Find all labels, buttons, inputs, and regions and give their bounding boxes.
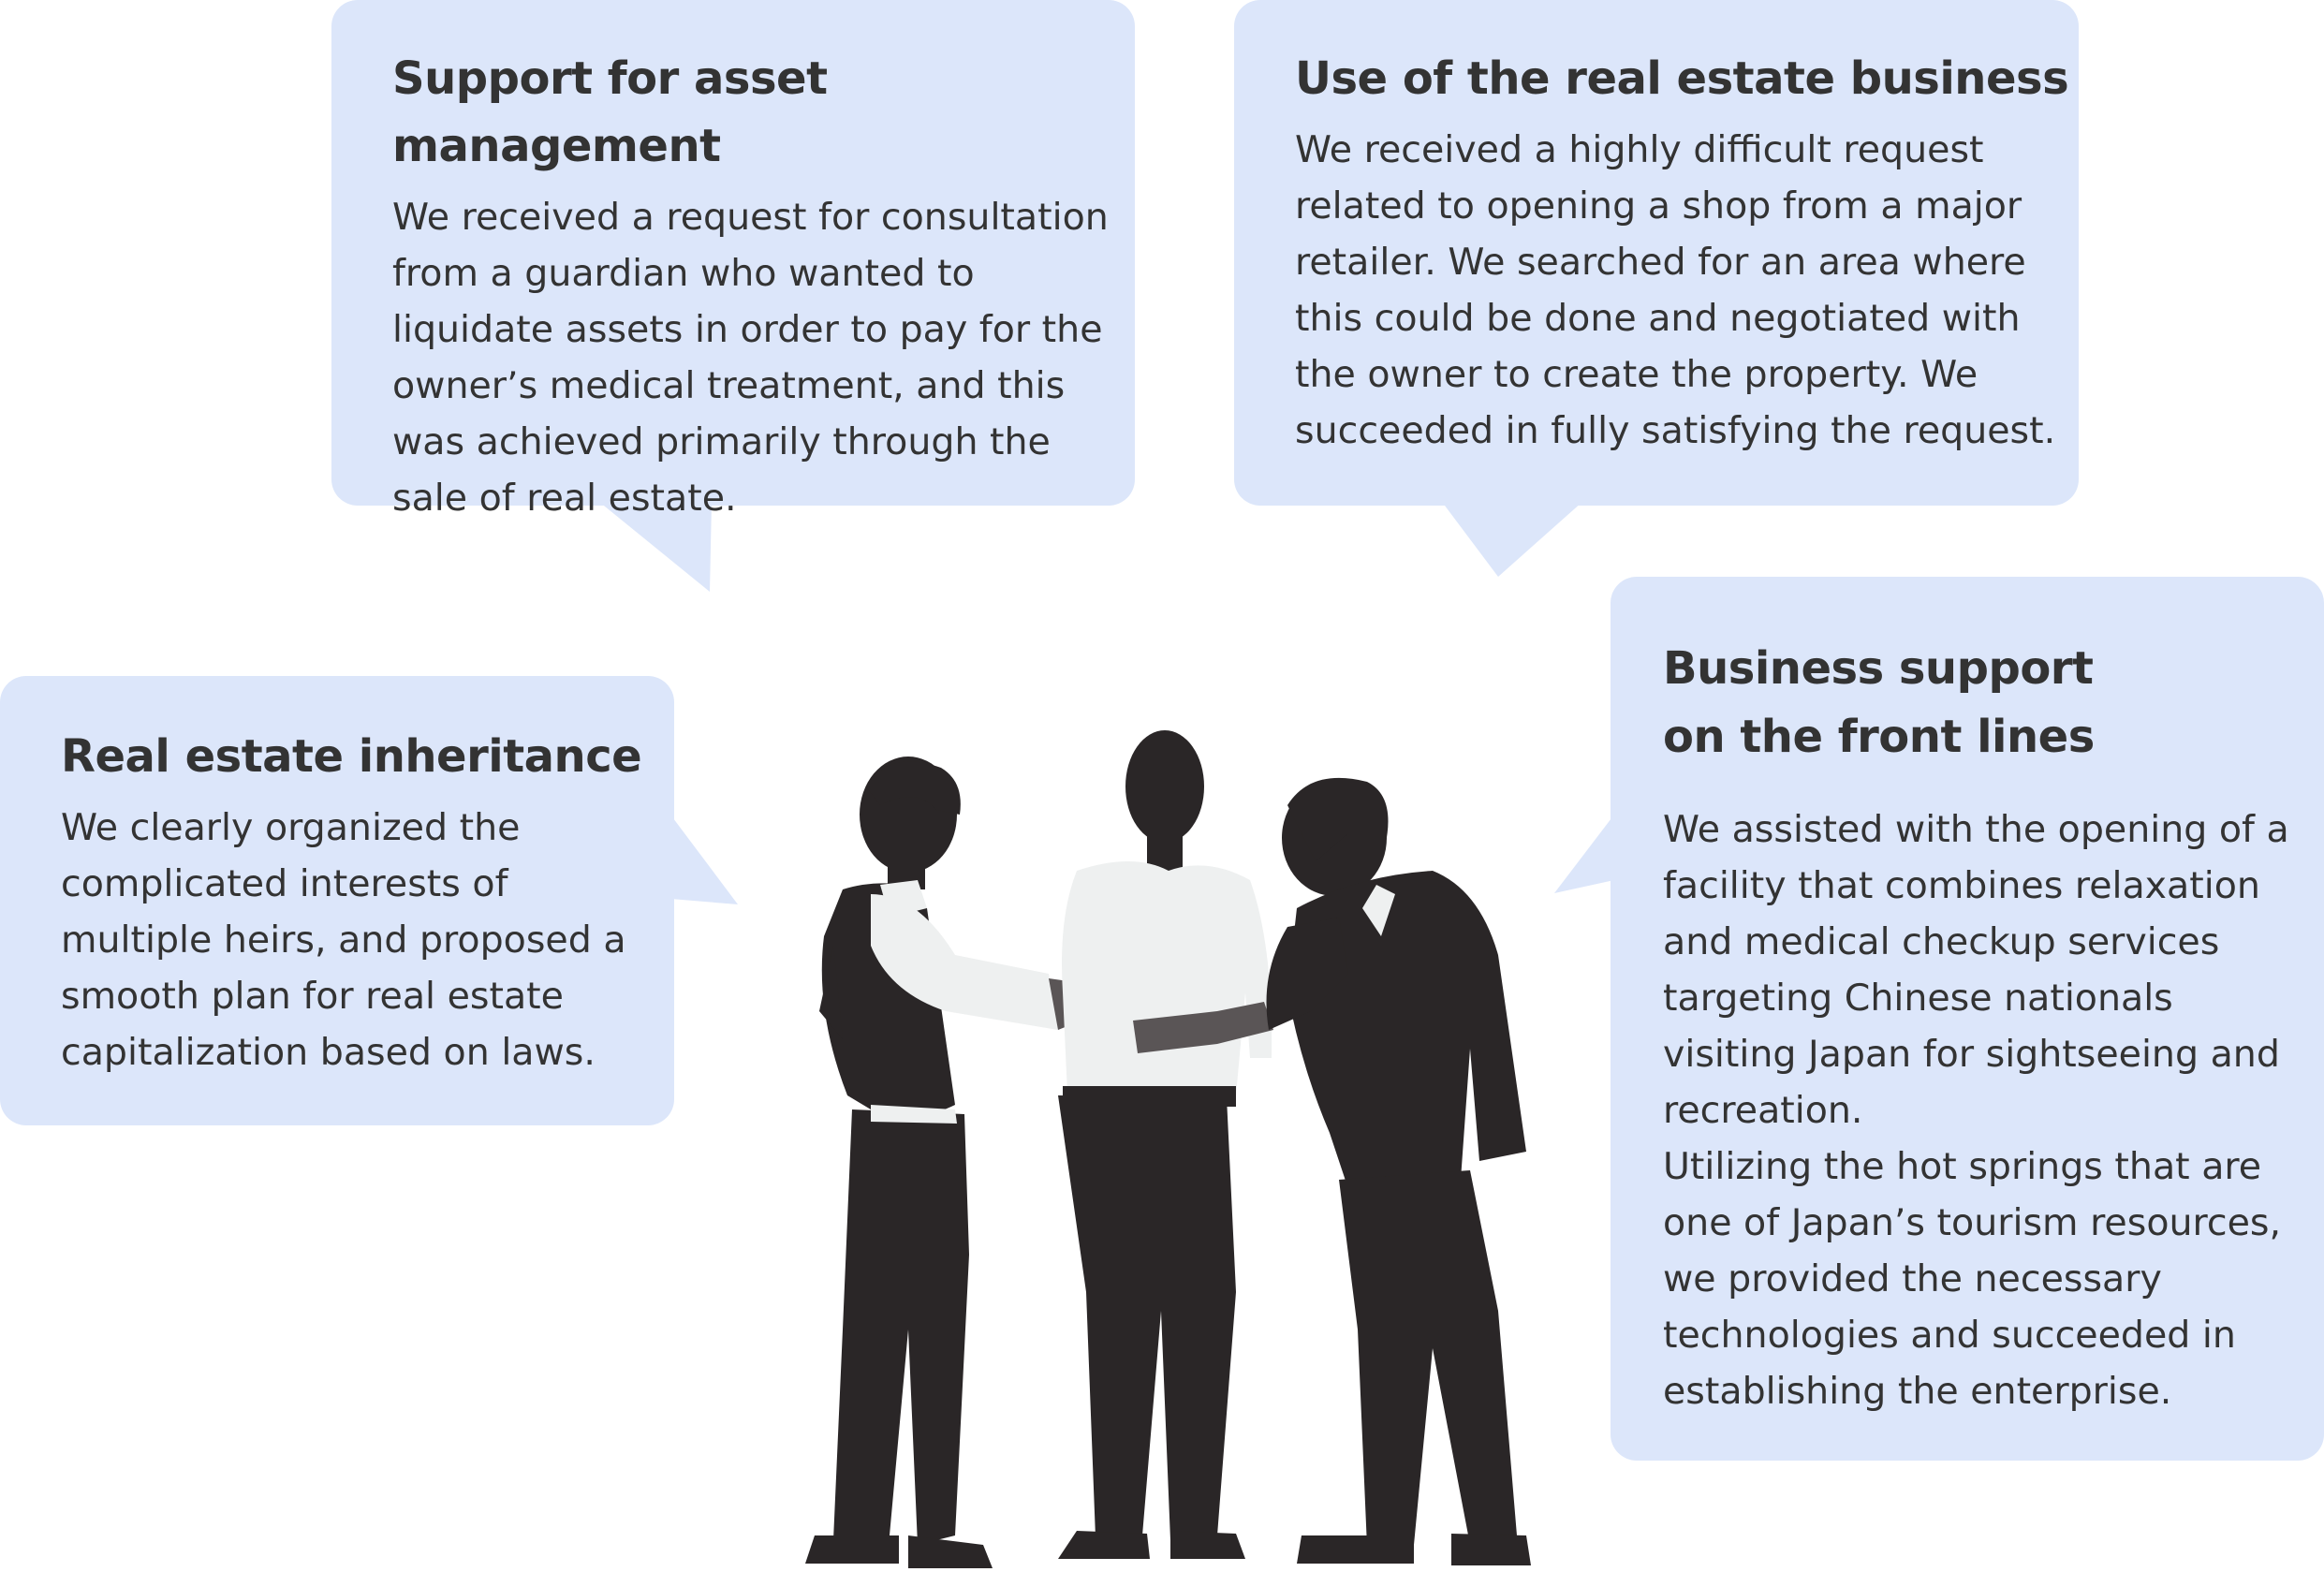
bubble-body: We received a highly difficult request r… — [1295, 128, 2056, 452]
man-center-hands — [1133, 1002, 1273, 1053]
man-center-shirt — [1062, 861, 1272, 1095]
bubble-title: Use of the real estate business — [1295, 52, 2069, 105]
bubble-body: We assisted with the opening of a facili… — [1663, 808, 2289, 1413]
bubble-real-estate-business: Use of the real estate business We recei… — [1234, 0, 2079, 506]
bubble-title: Business support on the front lines — [1663, 635, 2324, 771]
businessmen-silhouette-icon — [805, 730, 1531, 1568]
tail-inheritance — [670, 815, 738, 904]
man-left-silhouette — [805, 757, 993, 1568]
man-center-silhouette — [1058, 730, 1245, 1559]
bubble-asset-management: Support for asset management We received… — [331, 0, 1135, 520]
bubble-title: Real estate inheritance — [61, 730, 642, 783]
bubble-body: We clearly organized the complicated int… — [61, 806, 626, 1074]
bubble-front-lines: Business support on the front lines We a… — [1611, 577, 2324, 1461]
bubble-title-line1: Business support — [1663, 642, 2094, 695]
man-right-collar — [1362, 885, 1395, 936]
tail-front-lines — [1554, 815, 1614, 893]
man-right-silhouette — [1266, 777, 1531, 1565]
bubble-title-line2: on the front lines — [1663, 711, 2095, 763]
bubble-inheritance: Real estate inheritance We clearly organ… — [0, 676, 674, 1125]
tail-asset-management — [599, 502, 712, 592]
man-left-shirt — [871, 880, 1058, 1124]
tail-real-estate-business — [1442, 502, 1582, 577]
bubble-body: We received a request for consultation f… — [392, 196, 1109, 520]
bubble-title: Support for asset management — [392, 52, 828, 172]
man-center-belt — [1063, 1086, 1236, 1107]
